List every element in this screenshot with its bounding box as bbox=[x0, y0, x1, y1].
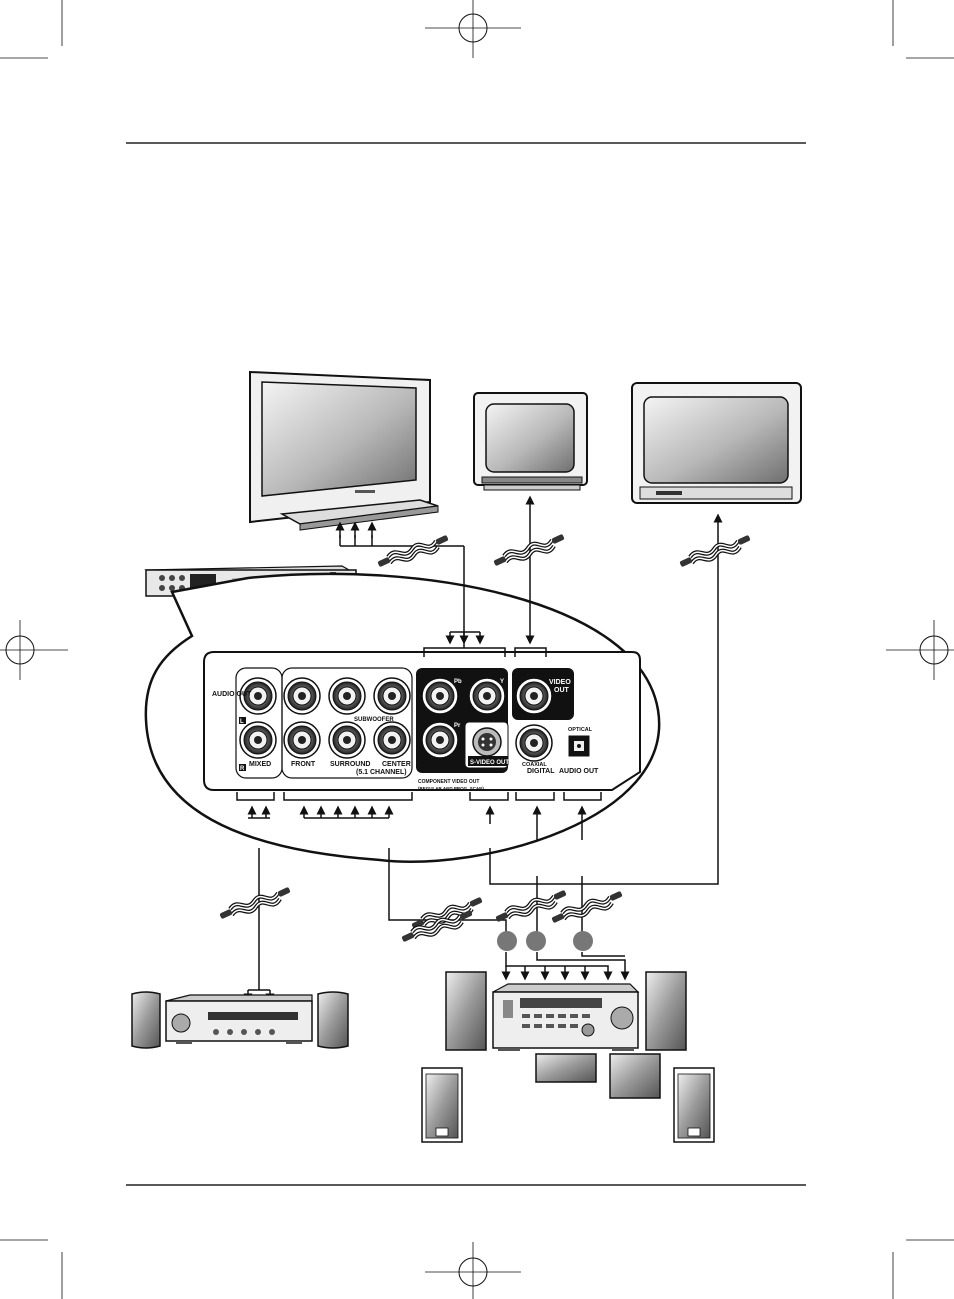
rca-cable-icon bbox=[493, 534, 564, 567]
av-receiver-icon bbox=[493, 984, 638, 1051]
rca-cable-icon bbox=[679, 535, 750, 568]
registration-mark-icon bbox=[0, 620, 68, 680]
subwoofer-jack bbox=[374, 678, 410, 714]
rca-cable-icon bbox=[377, 535, 448, 568]
crt-tv-icon bbox=[474, 393, 587, 490]
digital-audio-out-label: AUDIO OUT bbox=[559, 768, 599, 775]
front-r-jack bbox=[284, 722, 320, 758]
coaxial-jack bbox=[516, 725, 552, 761]
speaker-icon bbox=[610, 1054, 660, 1098]
connection-marker bbox=[573, 931, 593, 951]
speaker-icon bbox=[646, 972, 686, 1050]
registration-mark-icon bbox=[425, 1242, 521, 1299]
speaker-icon bbox=[536, 1054, 596, 1082]
s-video-jack bbox=[473, 728, 501, 756]
optical-jack bbox=[569, 736, 589, 756]
video-out-label-1: VIDEO bbox=[549, 679, 571, 686]
surround-l-jack bbox=[329, 678, 365, 714]
flat-tv-icon bbox=[250, 372, 438, 530]
registration-mark-icon bbox=[886, 620, 954, 680]
connection-marker bbox=[526, 931, 546, 951]
speaker-icon bbox=[318, 992, 348, 1048]
speaker-icon bbox=[422, 1068, 462, 1142]
widescreen-tv-icon bbox=[632, 383, 801, 503]
registration-mark-icon bbox=[425, 0, 521, 58]
video-out-label-2: OUT bbox=[554, 687, 570, 694]
speaker-icon bbox=[446, 972, 486, 1050]
speaker-icon bbox=[674, 1068, 714, 1142]
center-jack bbox=[374, 722, 410, 758]
component-pb-jack bbox=[422, 678, 458, 714]
channel-51-label: (5.1 CHANNEL) bbox=[356, 769, 407, 776]
channel-l-label: L bbox=[240, 719, 244, 725]
front-l-jack bbox=[284, 678, 320, 714]
audio-out-label: AUDIO OUT bbox=[212, 691, 252, 698]
rca-cable-icon bbox=[219, 887, 290, 920]
surround-label: SURROUND bbox=[330, 761, 370, 768]
digital-label: DIGITAL bbox=[527, 768, 555, 775]
regular-prog-scan-label: (REGULAR AND PROG. SCAN) bbox=[418, 786, 484, 791]
s-video-out-label: S-VIDEO OUT bbox=[470, 760, 509, 766]
channel-r-label: R bbox=[240, 766, 245, 772]
center-label: CENTER bbox=[382, 761, 411, 768]
connection-marker bbox=[497, 931, 517, 951]
front-label: FRONT bbox=[291, 761, 316, 768]
surround-r-jack bbox=[329, 722, 365, 758]
video-out-jack bbox=[516, 678, 552, 714]
speaker-icon bbox=[132, 992, 160, 1048]
audio-out-r-jack bbox=[240, 722, 276, 758]
mixed-label: MIXED bbox=[249, 761, 271, 768]
optical-label: OPTICAL bbox=[568, 727, 593, 733]
stereo-amplifier-icon bbox=[166, 995, 312, 1044]
y-label: Y bbox=[500, 679, 504, 685]
subwoofer-label: SUBWOOFER bbox=[354, 717, 394, 723]
pr-label: Pr bbox=[454, 723, 461, 729]
component-video-out-label: COMPONENT VIDEO OUT bbox=[418, 779, 479, 785]
pb-label: Pb bbox=[454, 679, 462, 685]
component-pr-jack bbox=[422, 722, 458, 758]
